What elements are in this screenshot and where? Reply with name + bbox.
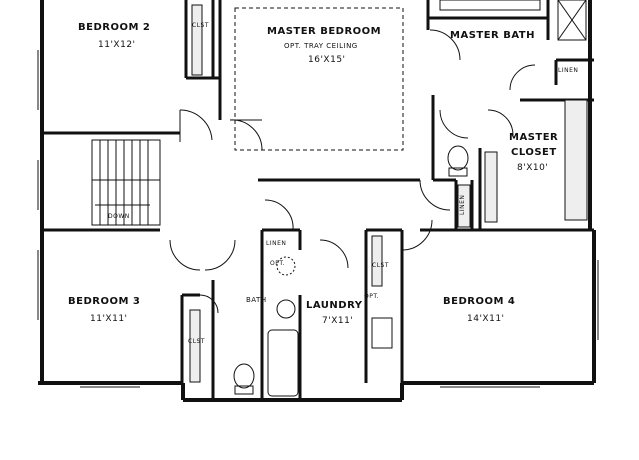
- toilet-bath: [233, 363, 255, 389]
- staircase: [91, 139, 161, 226]
- stairs-down-label: DOWN: [108, 213, 130, 220]
- toilet-master: [447, 145, 469, 171]
- interior-walls: [42, 0, 594, 400]
- laundry-label: LAUNDRY: [306, 300, 363, 311]
- washer: [371, 317, 393, 349]
- exterior-walls: [38, 0, 596, 402]
- bedroom3-label: BEDROOM 3: [68, 296, 141, 307]
- hall-linen-label: LINEN: [459, 194, 466, 215]
- bath-closet-label: CLST: [188, 338, 206, 345]
- bath-opt-label: OPT.: [270, 260, 286, 267]
- laundry-opt-label: OPT.: [364, 293, 380, 300]
- shower: [557, 0, 587, 41]
- master-bedroom-note: OPT. TRAY CEILING: [284, 42, 358, 50]
- laundry-dims: 7'X11': [322, 316, 354, 326]
- bedroom4-dims: 14'X11': [467, 314, 505, 324]
- master-bedroom-dims: 16'X15': [308, 55, 346, 65]
- fixtures: [233, 0, 587, 397]
- door-swings: [169, 29, 536, 314]
- sink-opt: [276, 256, 296, 276]
- bedroom2-label: BEDROOM 2: [78, 22, 151, 33]
- bedroom2-closet-label: CLST: [192, 22, 210, 29]
- closet-shelves: [189, 4, 588, 383]
- master-closet-label-line2: CLOSET: [511, 147, 557, 158]
- master-bath-linen-label: LINEN: [558, 67, 579, 74]
- master-bath-label: MASTER BATH: [450, 30, 536, 41]
- bathtub: [267, 329, 299, 397]
- bath-label: BATH: [246, 296, 267, 304]
- windows: [37, 50, 599, 388]
- vanity: [439, 0, 541, 11]
- bedroom3-dims: 11'X11': [90, 314, 128, 324]
- tray-ceiling-outline: [234, 7, 404, 151]
- laundry-closet-label: CLST: [372, 262, 390, 269]
- master-closet-label-line1: MASTER: [509, 132, 559, 143]
- master-closet-dims: 8'X10': [517, 163, 549, 173]
- bedroom2-dims: 11'X12': [98, 40, 136, 50]
- bath-linen-label: LINEN: [266, 240, 287, 247]
- sink: [276, 299, 296, 319]
- master-bedroom-label: MASTER BEDROOM: [267, 26, 382, 37]
- bedroom4-label: BEDROOM 4: [443, 296, 516, 307]
